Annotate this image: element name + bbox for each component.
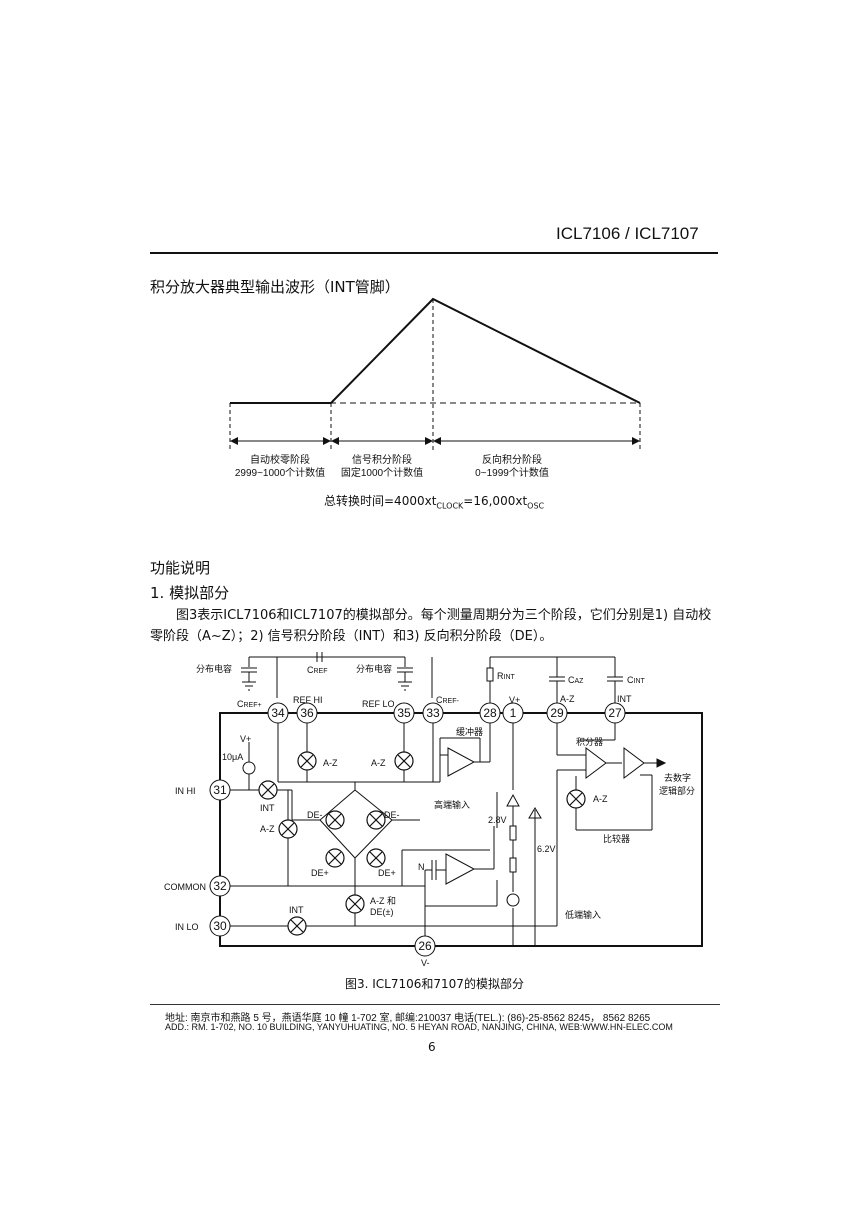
vplus-label: V+ <box>240 734 251 744</box>
header-rule <box>150 252 718 254</box>
phase-az-name: 自动校零阶段 <box>250 453 310 466</box>
de-minus-label: DE- <box>307 810 323 820</box>
ua10-label: 10μA <box>222 752 243 762</box>
pin-label: 34 <box>271 706 285 720</box>
de-plus-label: DE+ <box>311 868 329 878</box>
analog-section-schematic: 34 36 35 33 28 1 29 27 31 32 30 26 分布电容 … <box>164 652 703 968</box>
cint-label: CINT <box>627 675 646 685</box>
pin-label: 32 <box>213 879 227 893</box>
caz-label: CAZ <box>568 675 584 685</box>
ref-lo-label: REF LO <box>362 699 395 709</box>
az-switch-label: A-Z <box>371 758 386 768</box>
pin-label: 36 <box>300 706 314 720</box>
pin-label: 30 <box>213 919 227 933</box>
pin-label: 29 <box>550 706 564 720</box>
phase-int-count: 固定1000个计数值 <box>341 466 423 479</box>
figure-caption: 图3. ICL7106和7107的模拟部分 <box>345 977 524 991</box>
chip-outline <box>219 712 703 947</box>
integrator-label: 积分器 <box>576 736 603 747</box>
in-hi-label: IN HI <box>175 786 196 796</box>
az-switch-label: A-Z <box>593 794 608 804</box>
az-de-label: DE(±) <box>370 907 393 917</box>
int-pin-label: INT <box>617 694 632 704</box>
pin-label: 1 <box>510 706 517 720</box>
pin-label: 35 <box>397 706 411 720</box>
cref-plus-label: CREF+ <box>237 699 262 709</box>
ref-hi-label: REF HI <box>293 695 323 705</box>
pin-label: 31 <box>213 783 227 797</box>
phase-de-name: 反向积分阶段 <box>482 453 542 466</box>
footer-rule <box>150 1004 720 1005</box>
section-subheading: 1. 模拟部分 <box>150 584 230 602</box>
rint-label: RINT <box>497 671 516 681</box>
document-title: ICL7106 / ICL7107 <box>556 224 699 243</box>
v62-label: 6.2V <box>537 844 556 854</box>
common-label: COMMON <box>164 882 206 892</box>
pin-label: 28 <box>483 706 497 720</box>
dist-cap-label: 分布电容 <box>356 663 392 674</box>
dist-cap-label: 分布电容 <box>196 663 232 674</box>
in-lo-label: IN LO <box>175 922 199 932</box>
lo-input-label: 低端输入 <box>565 909 601 920</box>
integrator-waveform-diagram: 自动校零阶段 2999~1000个计数值 信号积分阶段 固定1000个计数值 反… <box>229 297 641 479</box>
cref-label: CREF <box>307 665 328 675</box>
pin-label: 33 <box>426 706 440 720</box>
vminus-label: V- <box>421 958 430 968</box>
paragraph-line-2: 零阶段（A~Z）；2) 信号积分阶段（INT）和3) 反向积分阶段（DE）。 <box>150 629 553 644</box>
to-logic-label: 逻辑部分 <box>659 785 695 796</box>
pin-label: 27 <box>608 706 622 720</box>
paragraph-line-1: 图3表示ICL7106和ICL7107的模拟部分。每个测量周期分为三个阶段，它们… <box>176 608 712 623</box>
total-conversion-time: 总转换时间=4000xtCLOCK=16,000xtOSC <box>324 494 545 511</box>
int-switch-label: INT <box>289 905 304 915</box>
n-label: N <box>418 862 425 872</box>
de-plus-label: DE+ <box>378 868 396 878</box>
phase-az-count: 2999~1000个计数值 <box>235 466 325 479</box>
footer-address-en: ADD.: RM. 1-702, NO. 10 BUILDING, YANYUH… <box>165 1022 673 1032</box>
pin-label: 26 <box>418 939 432 953</box>
comparator-label: 比较器 <box>603 833 630 844</box>
cref-minus-label: CREF- <box>436 695 460 705</box>
az-de-label: A-Z 和 <box>370 896 396 906</box>
az-switch-label: A-Z <box>260 824 275 834</box>
phase-int-name: 信号积分阶段 <box>352 453 412 466</box>
page-number: 6 <box>428 1040 436 1054</box>
hi-input-label: 高端输入 <box>434 799 470 810</box>
az-switch-label: A-Z <box>323 758 338 768</box>
section-heading: 功能说明 <box>150 559 211 577</box>
waveform-heading: 积分放大器典型输出波形（INT管脚） <box>150 278 400 296</box>
footer-address-cn: 地址: 南京市和燕路 5 号，燕语华庭 10 幢 1-702 室, 邮编:210… <box>165 1013 651 1024</box>
vplus-pin-label: V+ <box>509 695 520 705</box>
to-logic-label: 去数字 <box>664 772 691 783</box>
de-minus-label: DE- <box>384 810 400 820</box>
int-switch-label: INT <box>260 803 275 813</box>
buffer-label: 缓冲器 <box>456 726 483 737</box>
az-pin-label: A-Z <box>560 694 575 704</box>
v28-label: 2.8V <box>488 815 507 825</box>
phase-de-count: 0~1999个计数值 <box>475 466 549 479</box>
